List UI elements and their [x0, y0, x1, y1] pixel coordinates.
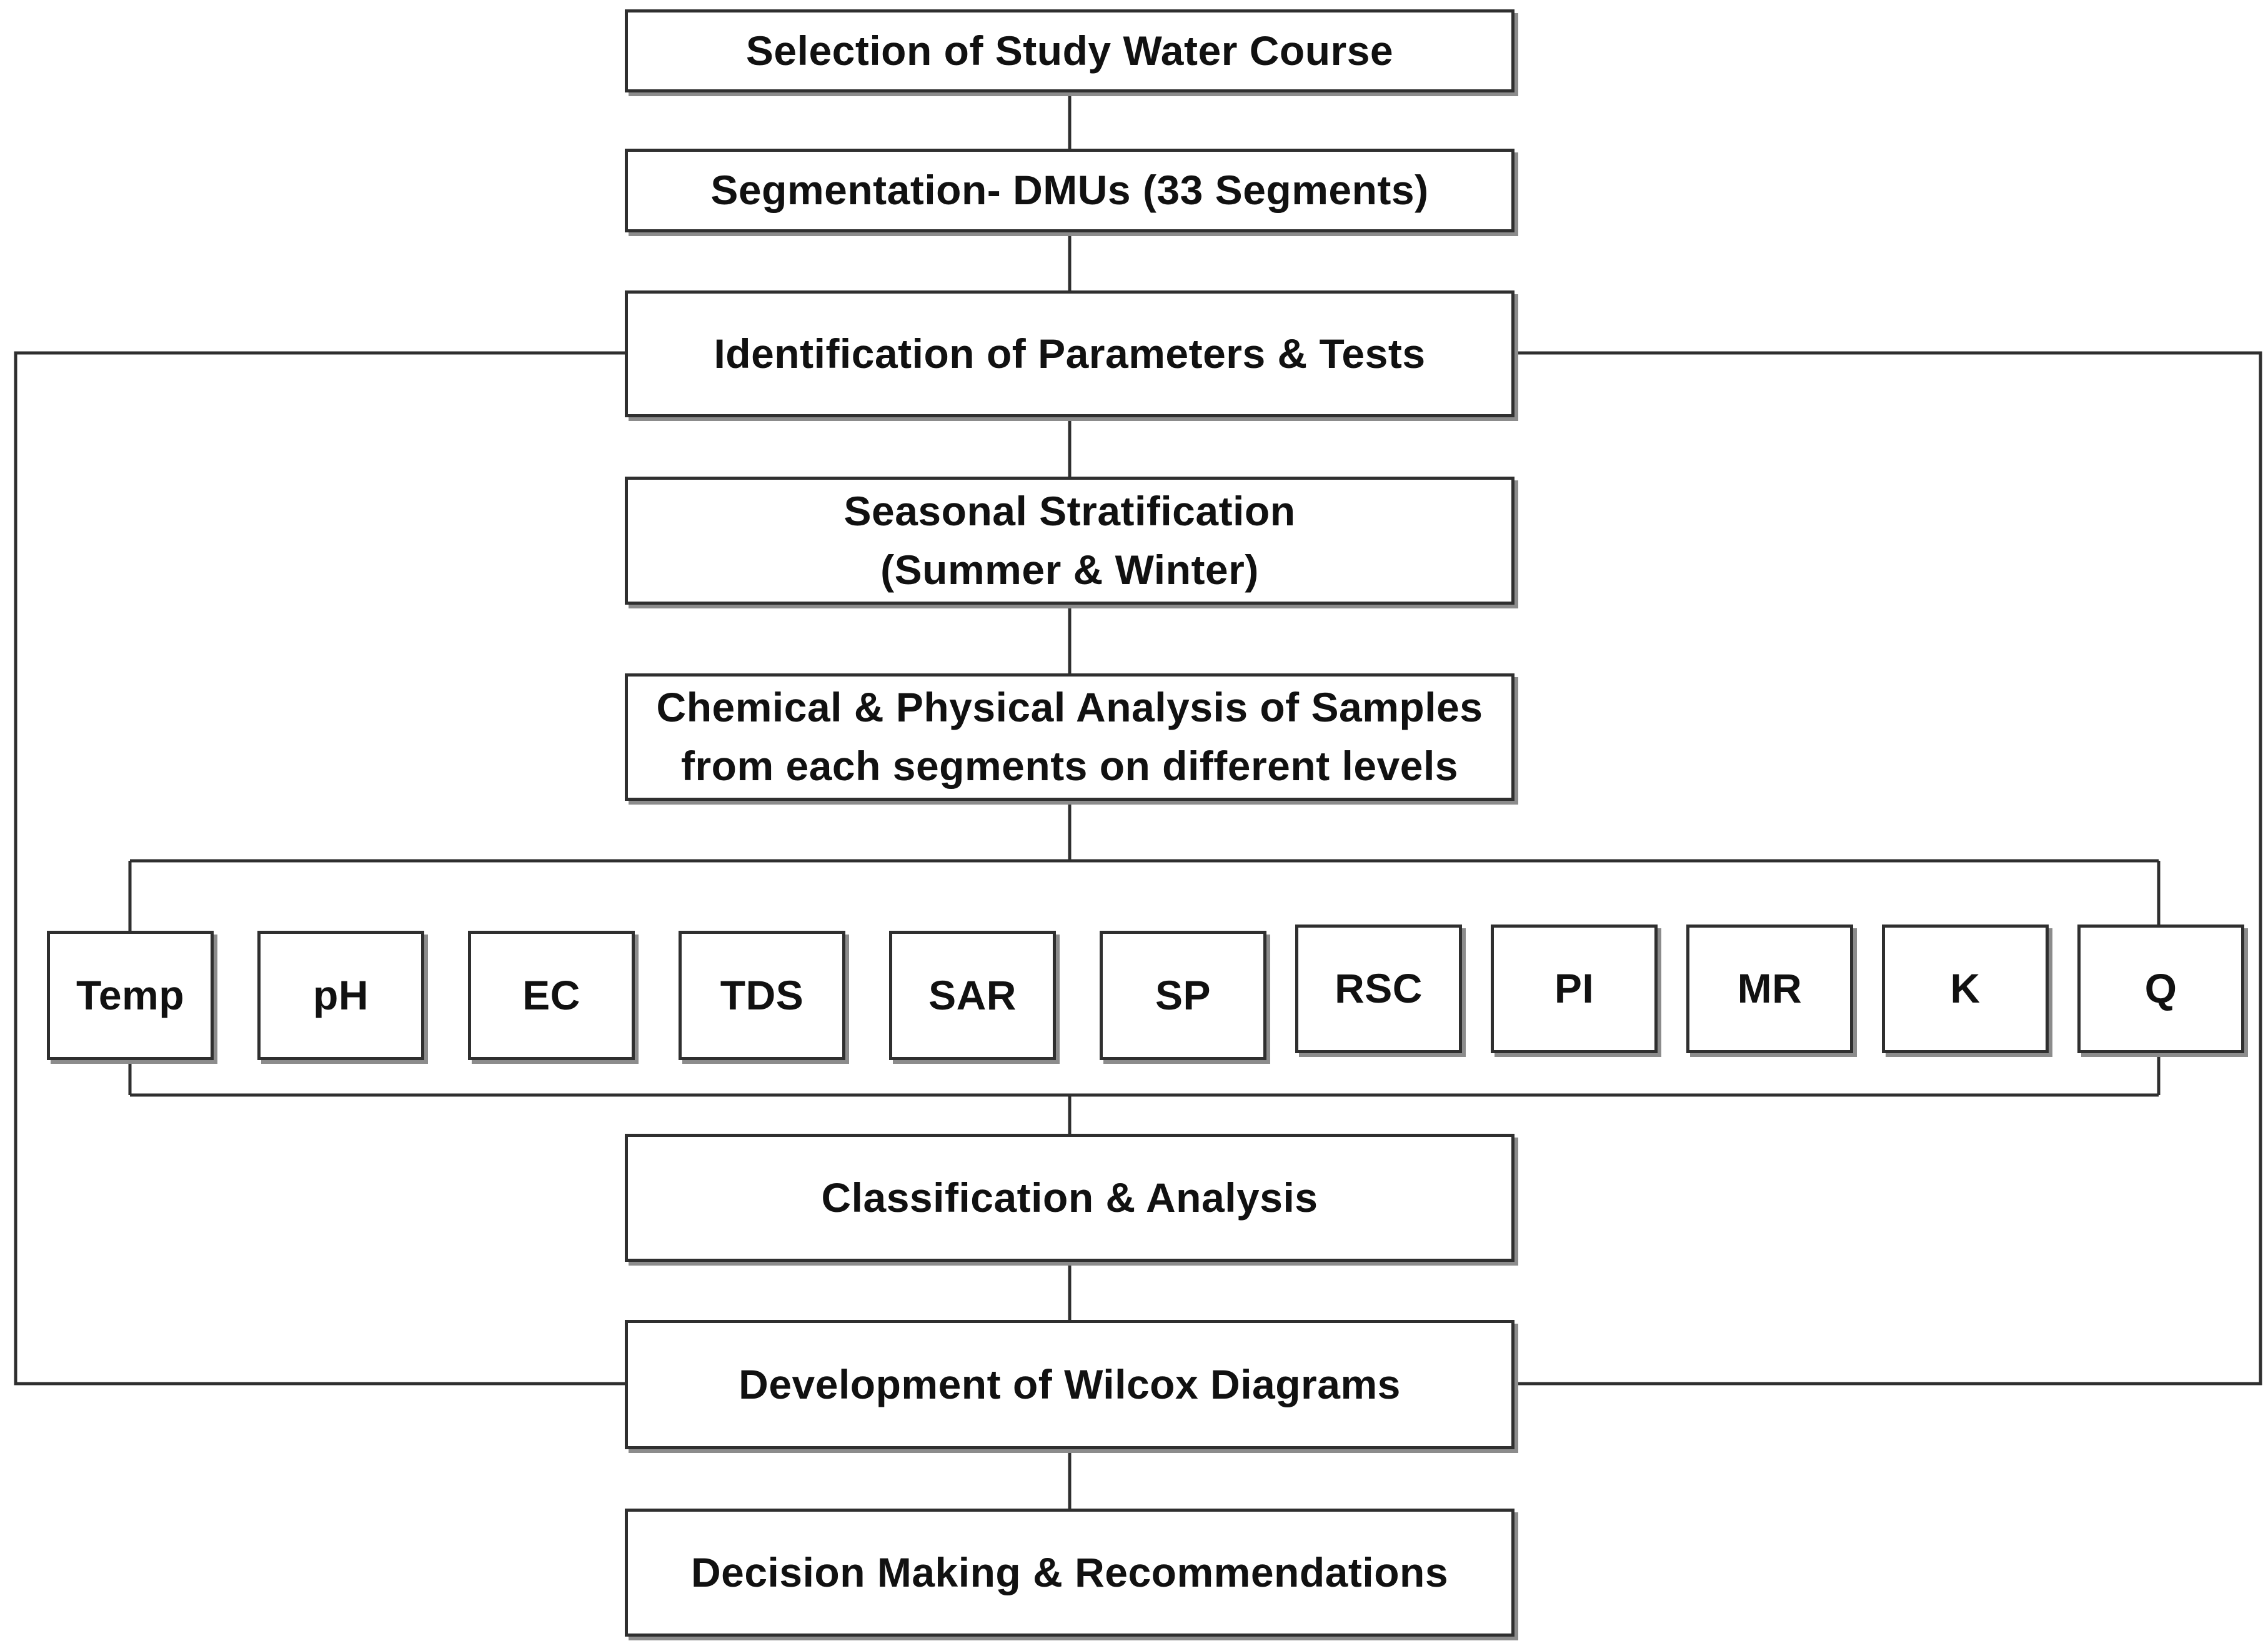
- step-selection-label: Selection of Study Water Course: [745, 27, 1394, 74]
- step-selection-of-study-water-course: Selection of Study Water Course: [625, 9, 1514, 92]
- parameter-k: K: [1882, 925, 2049, 1053]
- parameter-label: Q: [2144, 965, 2177, 1012]
- step-chemical-physical-analysis: Chemical & Physical Analysis of Samples …: [625, 673, 1514, 801]
- step-segmentation: Segmentation- DMUs (33 Segments): [625, 149, 1514, 232]
- step-decision-label: Decision Making & Recommendations: [690, 1549, 1449, 1595]
- left-feedback-loop: [14, 351, 625, 1386]
- step-identification-of-parameters: Identification of Parameters & Tests: [625, 290, 1514, 417]
- parameter-label: MR: [1737, 965, 1803, 1012]
- step-segmentation-label: Segmentation- DMUs (33 Segments): [710, 167, 1429, 214]
- step-seasonal-label-line1: Seasonal Stratification: [843, 487, 1296, 534]
- parameter-tds: TDS: [679, 931, 845, 1060]
- step-seasonal-label-line2: (Summer & Winter): [880, 546, 1259, 593]
- parameter-label: SP: [1155, 971, 1211, 1018]
- parameter-ph: pH: [257, 931, 424, 1060]
- parameter-label: K: [1950, 965, 1981, 1012]
- parameter-q: Q: [2077, 925, 2244, 1053]
- step-identification-label: Identification of Parameters & Tests: [714, 330, 1426, 377]
- step-classification-label: Classification & Analysis: [821, 1174, 1318, 1221]
- step-decision-making: Decision Making & Recommendations: [625, 1509, 1514, 1637]
- parameter-temp: Temp: [47, 931, 214, 1060]
- parameter-sp: SP: [1100, 931, 1266, 1060]
- parameter-mr: MR: [1686, 925, 1853, 1053]
- parameter-label: SAR: [928, 971, 1017, 1018]
- parameter-ec: EC: [468, 931, 635, 1060]
- parameter-rsc: RSC: [1295, 925, 1462, 1053]
- parameter-label: EC: [522, 971, 580, 1018]
- step-analysis-label-line1: Chemical & Physical Analysis of Samples: [656, 684, 1483, 731]
- step-seasonal-stratification: Seasonal Stratification (Summer & Winter…: [625, 477, 1514, 605]
- step-classification-analysis: Classification & Analysis: [625, 1134, 1514, 1262]
- step-wilcox-label: Development of Wilcox Diagrams: [739, 1361, 1401, 1407]
- parameter-label: PI: [1554, 965, 1594, 1012]
- step-analysis-label-line2: from each segments on different levels: [680, 743, 1459, 789]
- parameter-label: RSC: [1335, 965, 1423, 1012]
- parameter-sar: SAR: [889, 931, 1056, 1060]
- parameter-label: TDS: [720, 971, 804, 1018]
- parameter-label: pH: [313, 971, 369, 1018]
- parameter-label: Temp: [76, 971, 185, 1018]
- parameter-pi: PI: [1491, 925, 1658, 1053]
- right-feedback-loop: [1514, 351, 2262, 1386]
- step-wilcox-diagrams: Development of Wilcox Diagrams: [625, 1320, 1514, 1449]
